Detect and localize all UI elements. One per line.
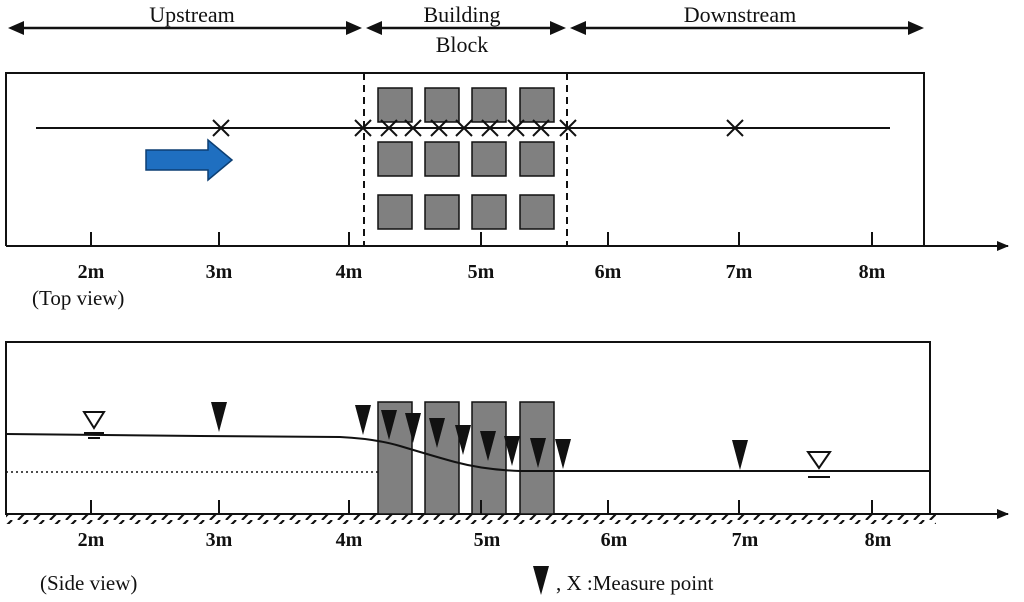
- flow-arrow-icon: [145, 138, 234, 182]
- block: [471, 141, 507, 177]
- top-blocks: [377, 87, 555, 230]
- top-ticks: [90, 232, 873, 246]
- x-marker: [507, 119, 525, 137]
- block: [424, 141, 460, 177]
- x-marker: [404, 119, 422, 137]
- water-level-icon: [806, 451, 832, 478]
- block: [471, 87, 507, 123]
- side-tick-label: 5m: [474, 529, 501, 551]
- block: [424, 194, 460, 230]
- top-view-caption: (Top view): [32, 286, 124, 310]
- triangle-marker: [530, 438, 546, 468]
- side-ground-hatch: [6, 514, 936, 524]
- side-tick-label: 2m: [78, 529, 105, 551]
- side-tick-label: 3m: [206, 529, 233, 551]
- water-level-icon: [82, 411, 106, 439]
- x-marker: [354, 119, 372, 137]
- block: [377, 87, 413, 123]
- top-tick-label: 5m: [468, 261, 495, 283]
- block: [519, 87, 555, 123]
- triangle-marker: [429, 418, 445, 448]
- block: [377, 141, 413, 177]
- top-tick-label: 2m: [78, 261, 105, 283]
- x-marker: [430, 119, 448, 137]
- x-marker: [726, 119, 744, 137]
- triangle-marker: [504, 436, 520, 466]
- triangle-marker: [211, 402, 227, 432]
- side-tick-label: 6m: [601, 529, 628, 551]
- x-marker: [455, 119, 473, 137]
- triangle-marker: [732, 440, 748, 470]
- side-block: [377, 401, 413, 515]
- header-building: Building: [423, 2, 500, 27]
- top-tick-label: 3m: [206, 261, 233, 283]
- side-blocks: [377, 401, 555, 515]
- top-tick-label: 7m: [726, 261, 753, 283]
- side-tick-label: 4m: [336, 529, 363, 551]
- block: [519, 141, 555, 177]
- x-marker: [481, 119, 499, 137]
- triangle-marker: [555, 439, 571, 469]
- x-marker: [380, 119, 398, 137]
- triangle-marker: [355, 405, 371, 435]
- x-marker: [532, 119, 550, 137]
- block: [424, 87, 460, 123]
- legend: , X :Measure point: [533, 566, 714, 595]
- side-view-caption: (Side view): [40, 571, 137, 595]
- header-block: Block: [436, 32, 489, 57]
- legend-text: , X :Measure point: [556, 571, 714, 595]
- water-surface-profile: [5, 433, 930, 472]
- top-measure-points: [212, 119, 744, 137]
- top-tick-label: 4m: [336, 261, 363, 283]
- top-channel-outline: [5, 72, 925, 246]
- x-marker: [212, 119, 230, 137]
- top-view: 2m 3m 4m 5m 6m 7m 8m (Top view): [5, 72, 1009, 310]
- side-tick-label: 7m: [732, 529, 759, 551]
- side-tick-label: 8m: [865, 529, 892, 551]
- block: [377, 194, 413, 230]
- block: [471, 194, 507, 230]
- side-view: 2m 3m 4m 5m 6m 7m 8m (Side view): [5, 341, 1009, 595]
- side-measure-points: [211, 402, 748, 470]
- side-ticks: [90, 500, 873, 514]
- triangle-marker: [480, 431, 496, 461]
- triangle-marker-icon: [533, 566, 549, 595]
- triangle-marker: [381, 410, 397, 440]
- x-marker: [559, 119, 577, 137]
- triangle-marker: [405, 413, 421, 443]
- block: [519, 194, 555, 230]
- header-arrows: [8, 21, 924, 35]
- top-tick-label: 6m: [595, 261, 622, 283]
- top-tick-label: 8m: [859, 261, 886, 283]
- header-upstream: Upstream: [149, 2, 235, 27]
- triangle-marker: [455, 425, 471, 455]
- header-downstream: Downstream: [684, 2, 796, 27]
- side-block: [471, 401, 507, 515]
